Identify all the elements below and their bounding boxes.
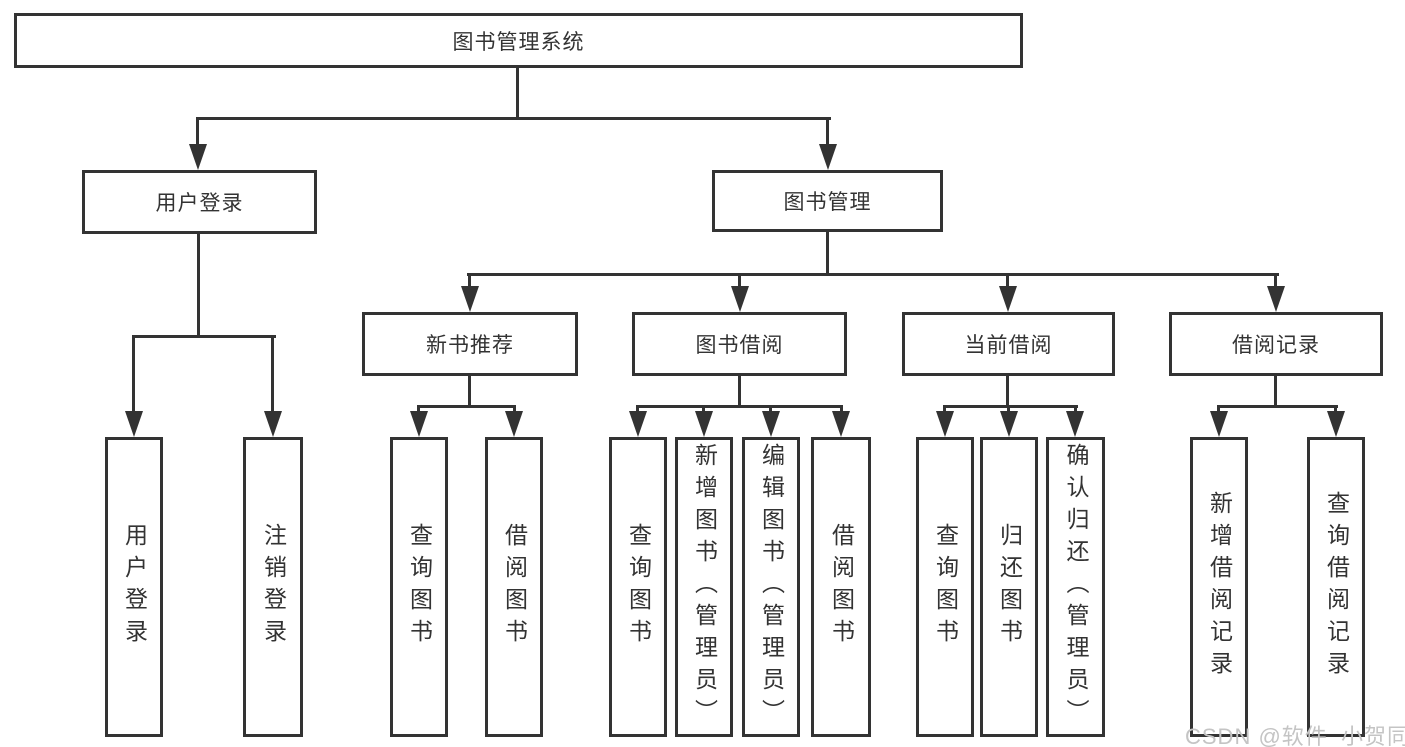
connector-stem — [1217, 405, 1220, 413]
connector-stem — [1007, 405, 1010, 413]
connector-trunk — [1006, 376, 1009, 407]
csdn-watermark: CSDN @软件_小贺同学 — [1185, 724, 1405, 747]
connector-root-trunk — [516, 68, 519, 120]
arrow-down-icon — [629, 411, 647, 437]
leaf-query-book-2: 查询图书 — [609, 437, 667, 737]
leaf-add-borrow-record: 新增借阅记录 — [1190, 437, 1248, 737]
arrow-down-icon — [1210, 411, 1228, 437]
connector-branch — [636, 405, 843, 408]
node-book-borrow: 图书借阅 — [632, 312, 847, 376]
connector-stem — [196, 117, 199, 145]
arrow-down-icon — [819, 144, 837, 170]
connector-stem — [1074, 405, 1077, 413]
connector-level3-branch — [467, 273, 1279, 276]
connector-branch — [417, 405, 516, 408]
connector-stem — [1006, 273, 1009, 287]
arrow-down-icon — [1066, 411, 1084, 437]
arrow-down-icon — [505, 411, 523, 437]
connector-stem — [702, 405, 705, 413]
connector-user-login-trunk — [197, 234, 200, 338]
connector-stem — [826, 117, 829, 145]
connector-trunk — [468, 376, 471, 407]
arrow-down-icon — [461, 286, 479, 312]
leaf-borrow-book-2: 借阅图书 — [811, 437, 871, 737]
connector-stem — [840, 405, 843, 413]
arrow-down-icon — [125, 411, 143, 437]
arrow-down-icon — [762, 411, 780, 437]
node-borrow-records: 借阅记录 — [1169, 312, 1383, 376]
connector-stem — [417, 405, 420, 413]
arrow-down-icon — [410, 411, 428, 437]
connector-stem — [132, 335, 135, 412]
connector-trunk — [738, 376, 741, 407]
arrow-down-icon — [1327, 411, 1345, 437]
node-current-borrow: 当前借阅 — [902, 312, 1115, 376]
connector-stem — [1274, 273, 1277, 287]
node-root: 图书管理系统 — [14, 13, 1023, 68]
arrow-down-icon — [731, 286, 749, 312]
connector-trunk — [1274, 376, 1277, 407]
leaf-user-login: 用户登录 — [105, 437, 163, 737]
leaf-query-borrow-record: 查询借阅记录 — [1307, 437, 1365, 737]
arrow-down-icon — [1267, 286, 1285, 312]
connector-branch — [1217, 405, 1338, 408]
connector-stem — [1334, 405, 1337, 413]
leaf-query-book-3: 查询图书 — [916, 437, 974, 737]
arrow-down-icon — [832, 411, 850, 437]
arrow-down-icon — [999, 286, 1017, 312]
leaf-add-book-admin: 新增图书（管理员） — [675, 437, 733, 737]
connector-stem — [943, 405, 946, 413]
arrow-down-icon — [695, 411, 713, 437]
connector-stem — [636, 405, 639, 413]
leaf-edit-book-admin: 编辑图书（管理员） — [742, 437, 800, 737]
connector-stem — [513, 405, 516, 413]
connector-stem — [769, 405, 772, 413]
connector-user-login-branch — [132, 335, 276, 338]
leaf-logout: 注销登录 — [243, 437, 303, 737]
leaf-confirm-return-admin: 确认归还（管理员） — [1046, 437, 1105, 737]
arrow-down-icon — [1000, 411, 1018, 437]
leaf-query-book-1: 查询图书 — [390, 437, 448, 737]
arrow-down-icon — [189, 144, 207, 170]
leaf-borrow-book-1: 借阅图书 — [485, 437, 543, 737]
connector-stem — [468, 273, 471, 287]
connector-stem — [271, 335, 274, 412]
node-book-management: 图书管理 — [712, 170, 943, 232]
connector-stem — [738, 273, 741, 287]
arrow-down-icon — [936, 411, 954, 437]
connector-branch — [943, 405, 1078, 408]
connector-level2-branch — [196, 117, 831, 120]
node-user-login: 用户登录 — [82, 170, 317, 234]
leaf-return-book: 归还图书 — [980, 437, 1038, 737]
node-new-book-recommend: 新书推荐 — [362, 312, 578, 376]
arrow-down-icon — [264, 411, 282, 437]
connector-book-mgmt-trunk — [826, 232, 829, 276]
